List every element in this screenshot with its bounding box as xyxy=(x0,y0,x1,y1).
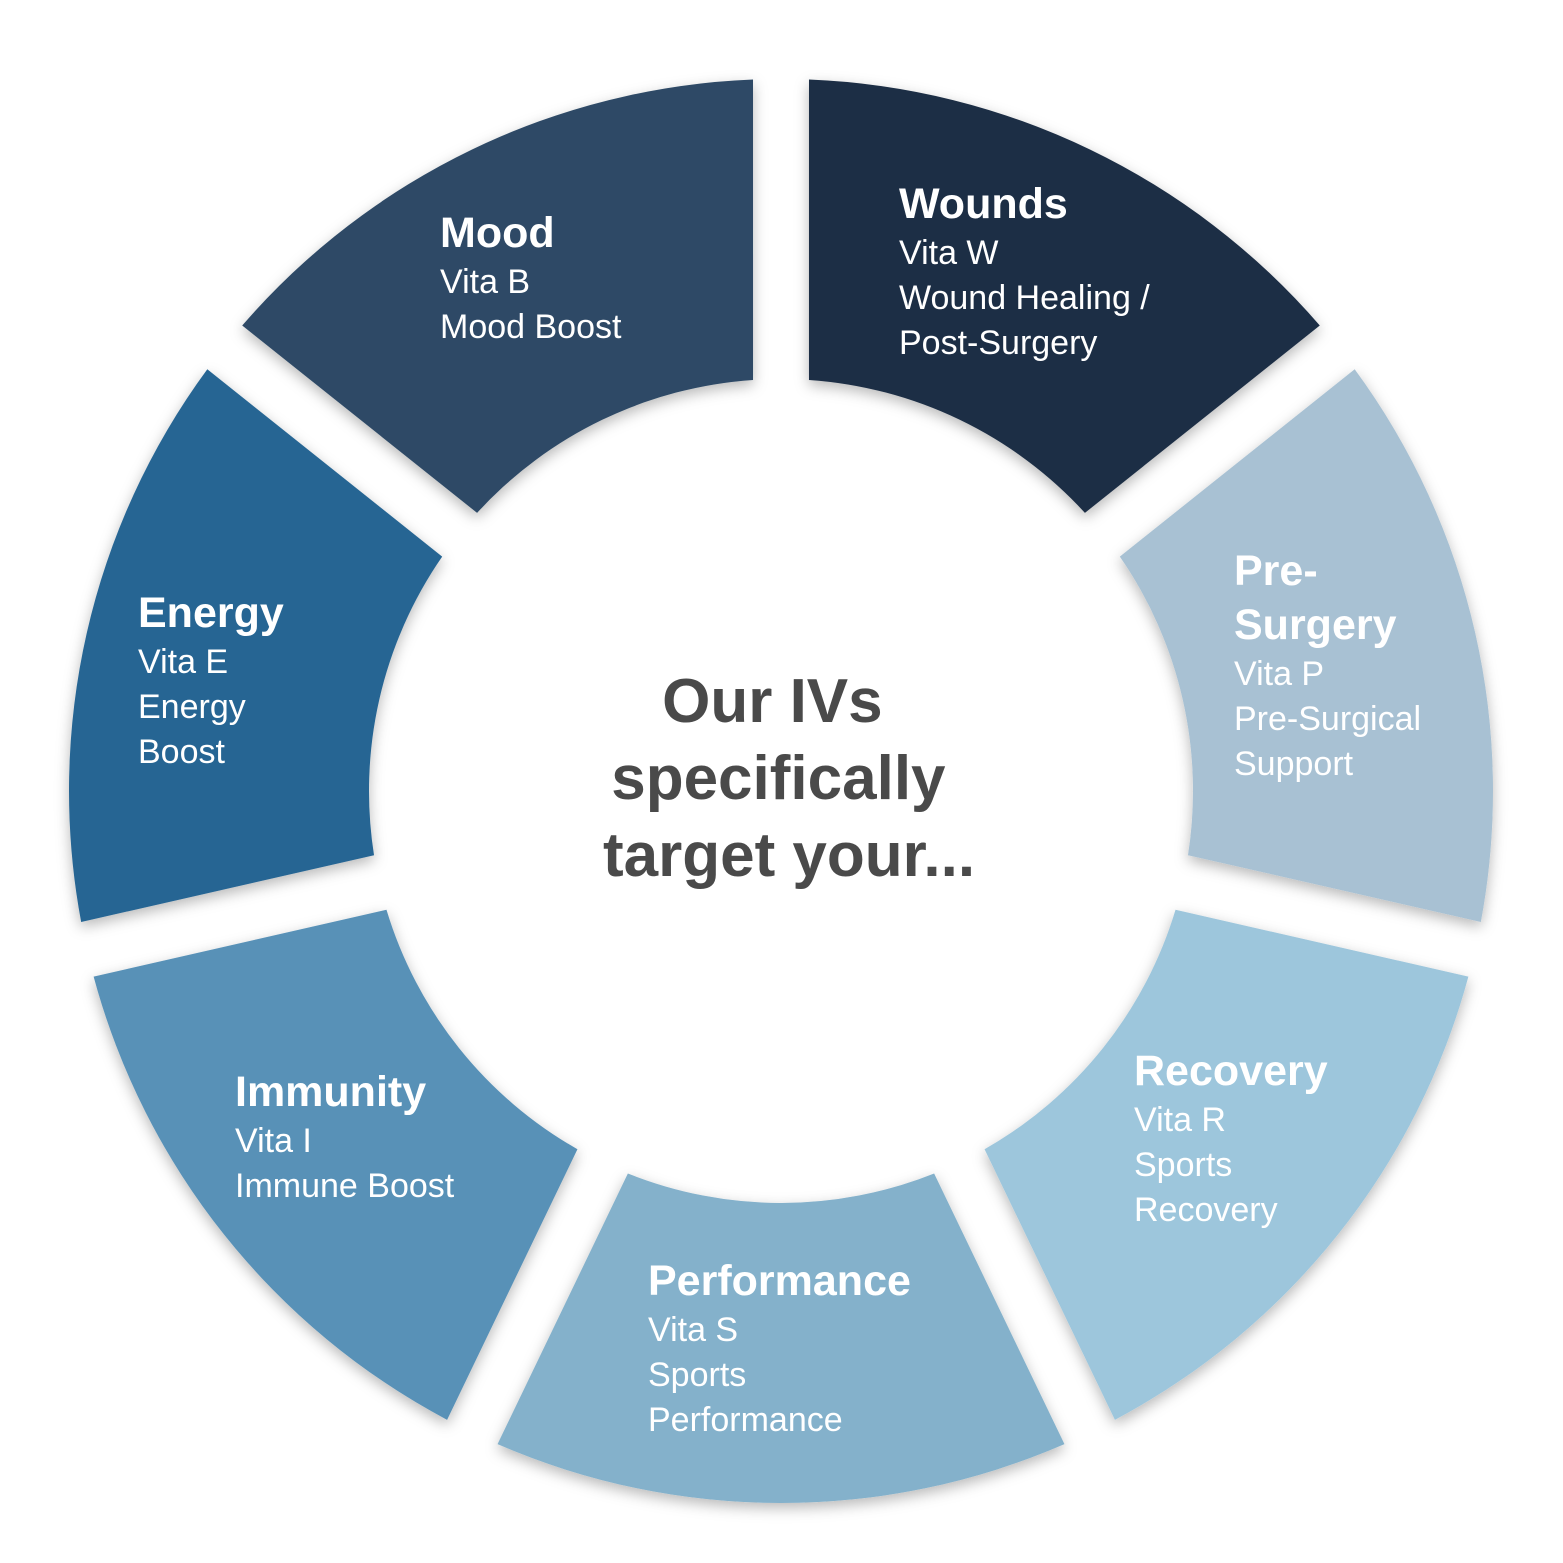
segment-line-immunity: Vita I xyxy=(235,1122,312,1160)
segment-wounds xyxy=(1119,369,1493,923)
segment-line-performance: Vita S xyxy=(648,1311,738,1349)
segment-title-performance: Performance xyxy=(648,1257,911,1305)
segment-line-performance: Sports xyxy=(648,1356,746,1394)
segment-line-energy: Boost xyxy=(138,733,225,771)
segment-title-pre-surgery: Pre- xyxy=(1234,547,1318,595)
segment-line-recovery: Vita R xyxy=(1134,1101,1226,1139)
segment-recovery xyxy=(497,1173,1065,1504)
segment-line-pre-surgery: Pre-Surgical xyxy=(1234,700,1421,738)
segment-title-pre-surgery: Surgery xyxy=(1234,601,1397,649)
segment-line-immunity: Immune Boost xyxy=(235,1167,455,1205)
segment-pre-surgery xyxy=(984,909,1469,1420)
wheel-segments xyxy=(69,79,1493,1504)
segment-immunity xyxy=(69,369,443,923)
center-line-1: Our IVs xyxy=(662,667,883,736)
segment-line-wounds: Wound Healing / xyxy=(899,279,1150,317)
segment-line-mood: Vita B xyxy=(440,263,530,301)
segment-line-energy: Vita E xyxy=(138,643,228,681)
segment-performance xyxy=(93,909,578,1420)
center-line-2: specifically xyxy=(611,744,946,813)
segment-line-pre-surgery: Support xyxy=(1234,745,1354,783)
segment-line-mood: Mood Boost xyxy=(440,308,622,346)
segment-title-wounds: Wounds xyxy=(899,180,1068,228)
segment-energy xyxy=(242,79,754,513)
segment-line-wounds: Vita W xyxy=(899,234,999,272)
segment-line-recovery: Sports xyxy=(1134,1146,1232,1184)
segment-title-mood: Mood xyxy=(440,209,555,257)
segment-title-recovery: Recovery xyxy=(1134,1047,1328,1095)
segment-title-energy: Energy xyxy=(138,589,284,637)
center-line-3: target your... xyxy=(603,821,975,890)
segment-mood xyxy=(808,79,1320,513)
center-heading: Our IVs specifically target your... xyxy=(603,667,975,890)
segment-line-performance: Performance xyxy=(648,1401,843,1439)
segment-line-energy: Energy xyxy=(138,688,246,726)
segment-title-immunity: Immunity xyxy=(235,1068,426,1116)
segment-line-recovery: Recovery xyxy=(1134,1191,1278,1229)
segment-line-pre-surgery: Vita P xyxy=(1234,655,1324,693)
segment-line-wounds: Post-Surgery xyxy=(899,324,1097,362)
